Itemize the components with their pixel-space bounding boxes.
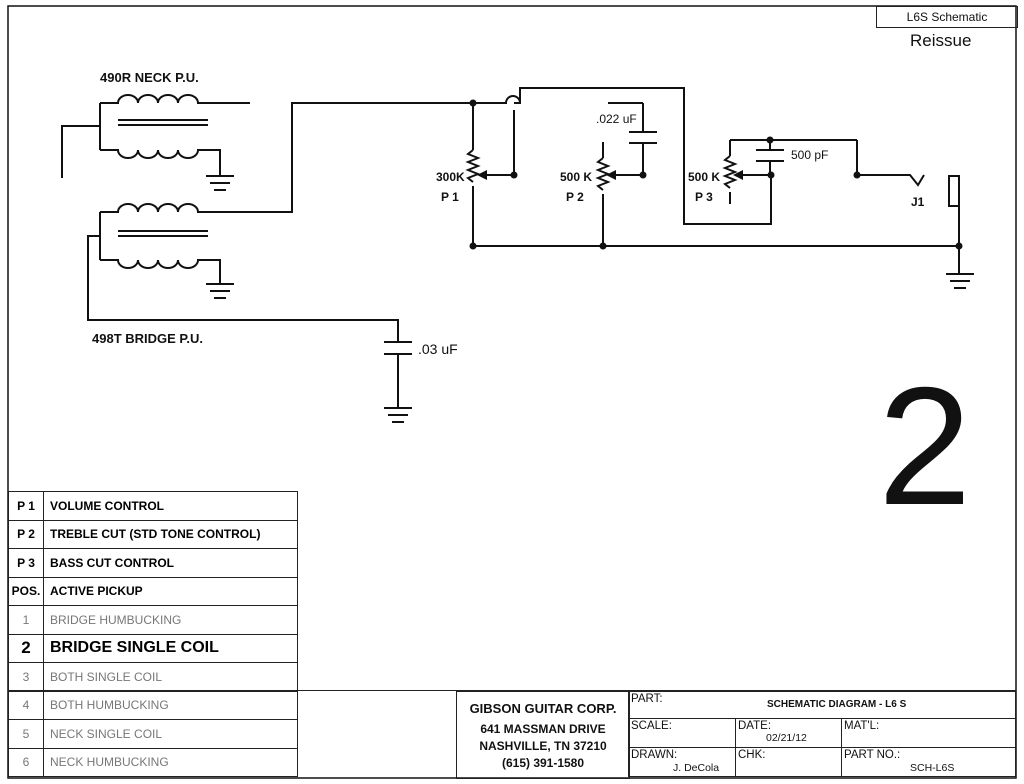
material-cell: MAT'L: bbox=[841, 718, 1016, 748]
legend-table: P 1 VOLUME CONTROL P 2 TREBLE CUT (STD T… bbox=[8, 491, 298, 777]
date-value: 02/21/12 bbox=[766, 732, 807, 744]
volume-pot bbox=[465, 87, 730, 246]
legend-text: BASS CUT CONTROL bbox=[43, 548, 298, 578]
title-divider bbox=[8, 690, 1016, 691]
legend-row-active: 2 BRIDGE SINGLE COIL bbox=[8, 633, 298, 663]
bridge-pickup-label: 498T BRIDGE P.U. bbox=[92, 331, 203, 346]
bridge-cap-label: .03 uF bbox=[418, 341, 458, 357]
part-cell: PART: SCHEMATIC DIAGRAM - L6 S bbox=[628, 691, 1016, 719]
part-number-value: SCH-L6S bbox=[910, 762, 955, 774]
company-city: NASHVILLE, TN 37210 bbox=[479, 739, 607, 753]
p1-value: 300K bbox=[436, 170, 465, 184]
legend-row: 3 BOTH SINGLE COIL bbox=[8, 662, 298, 692]
legend-text: BOTH SINGLE COIL bbox=[43, 662, 298, 692]
neck-pickup-label: 490R NECK P.U. bbox=[100, 70, 199, 85]
legend-row: 4 BOTH HUMBUCKING bbox=[8, 690, 298, 720]
p2-label: P 2 bbox=[566, 190, 584, 204]
scale-label: SCALE: bbox=[631, 720, 672, 732]
legend-key: 6 bbox=[8, 747, 44, 777]
part-label: PART: bbox=[631, 693, 663, 705]
neck-pickup bbox=[61, 94, 250, 191]
legend-row: 6 NECK HUMBUCKING bbox=[8, 747, 298, 777]
legend-row: 1 BRIDGE HUMBUCKING bbox=[8, 605, 298, 635]
material-label: MAT'L: bbox=[844, 720, 880, 732]
legend-text: TREBLE CUT (STD TONE CONTROL) bbox=[43, 519, 298, 549]
legend-key: 5 bbox=[8, 719, 44, 749]
junction-dots bbox=[469, 99, 963, 250]
treble-cap-label: .022 uF bbox=[596, 112, 637, 126]
company-block: GIBSON GUITAR CORP. 641 MASSMAN DRIVE NA… bbox=[456, 691, 630, 779]
legend-text: VOLUME CONTROL bbox=[43, 491, 298, 521]
legend-key: P 1 bbox=[8, 491, 44, 521]
jack-label: J1 bbox=[911, 195, 925, 209]
scale-cell: SCALE: bbox=[628, 718, 736, 748]
company-street: 641 MASSMAN DRIVE bbox=[480, 722, 606, 736]
date-cell: DATE: 02/21/12 bbox=[735, 718, 842, 748]
legend-text: BRIDGE SINGLE COIL bbox=[43, 633, 298, 663]
check-cell: CHK: bbox=[735, 747, 842, 777]
company-name: GIBSON GUITAR CORP. bbox=[469, 701, 617, 716]
legend-key: POS. bbox=[8, 576, 44, 606]
legend-text: BOTH HUMBUCKING bbox=[43, 690, 298, 720]
bass-cap-label: 500 pF bbox=[791, 148, 828, 162]
legend-key: 1 bbox=[8, 605, 44, 635]
legend-key: P 3 bbox=[8, 548, 44, 578]
title-block: PART: SCHEMATIC DIAGRAM - L6 S SCALE: DA… bbox=[628, 691, 1016, 777]
p3-value: 500 K bbox=[688, 170, 720, 184]
legend-key: 2 bbox=[8, 633, 44, 663]
legend-key: P 2 bbox=[8, 519, 44, 549]
p1-label: P 1 bbox=[441, 190, 459, 204]
legend-row: P 1 VOLUME CONTROL bbox=[8, 491, 298, 521]
bass-pot bbox=[722, 139, 925, 225]
legend-row: POS. ACTIVE PICKUP bbox=[8, 576, 298, 606]
schematic-tag: L6S Schematic bbox=[876, 6, 1018, 28]
position-number: 2 bbox=[878, 352, 972, 540]
check-label: CHK: bbox=[738, 749, 766, 761]
bridge-capacitor bbox=[384, 341, 412, 423]
legend-text: ACTIVE PICKUP bbox=[43, 576, 298, 606]
legend-row: P 2 TREBLE CUT (STD TONE CONTROL) bbox=[8, 519, 298, 549]
legend-key: 3 bbox=[8, 662, 44, 692]
date-label: DATE: bbox=[738, 720, 772, 732]
drawn-label: DRAWN: bbox=[631, 749, 678, 761]
reissue-label: Reissue bbox=[910, 31, 972, 50]
legend-text: BRIDGE HUMBUCKING bbox=[43, 605, 298, 635]
legend-text: NECK HUMBUCKING bbox=[43, 747, 298, 777]
part-number-label: PART NO.: bbox=[844, 749, 901, 761]
company-phone: (615) 391-1580 bbox=[501, 756, 585, 770]
part-number-cell: PART NO.: SCH-L6S bbox=[841, 747, 1016, 777]
p3-label: P 3 bbox=[695, 190, 713, 204]
output-jack bbox=[946, 175, 974, 289]
bridge-pickup bbox=[87, 102, 473, 342]
part-value: SCHEMATIC DIAGRAM - L6 S bbox=[767, 699, 907, 710]
p2-value: 500 K bbox=[560, 170, 592, 184]
drawn-cell: DRAWN: J. DeCola bbox=[628, 747, 736, 777]
legend-row: P 3 BASS CUT CONTROL bbox=[8, 548, 298, 578]
legend-text: NECK SINGLE COIL bbox=[43, 719, 298, 749]
drawn-value: J. DeCola bbox=[673, 762, 720, 774]
legend-key: 4 bbox=[8, 690, 44, 720]
legend-row: 5 NECK SINGLE COIL bbox=[8, 719, 298, 749]
